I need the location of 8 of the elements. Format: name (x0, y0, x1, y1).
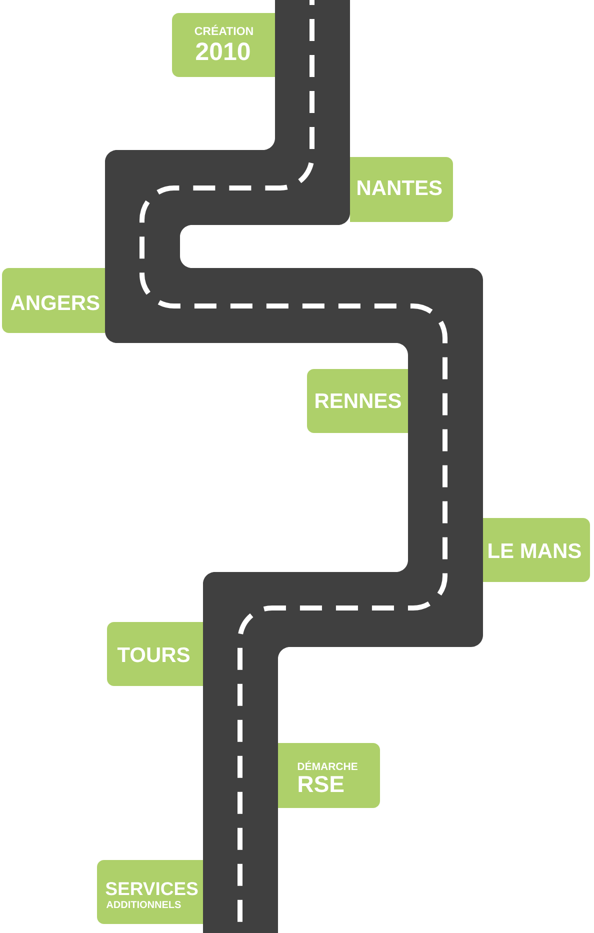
label-box: NANTES (350, 157, 453, 222)
label-box: DÉMARCHE RSE (278, 743, 380, 808)
label-box: LE MANS (483, 518, 590, 582)
label-box: RENNES (307, 369, 408, 433)
label-box: ANGERS (2, 268, 105, 333)
label-box: CRÉATION 2010 (172, 13, 275, 77)
label-box: SERVICES ADDITIONNELS (97, 860, 203, 924)
label-box: TOURS (107, 622, 203, 686)
